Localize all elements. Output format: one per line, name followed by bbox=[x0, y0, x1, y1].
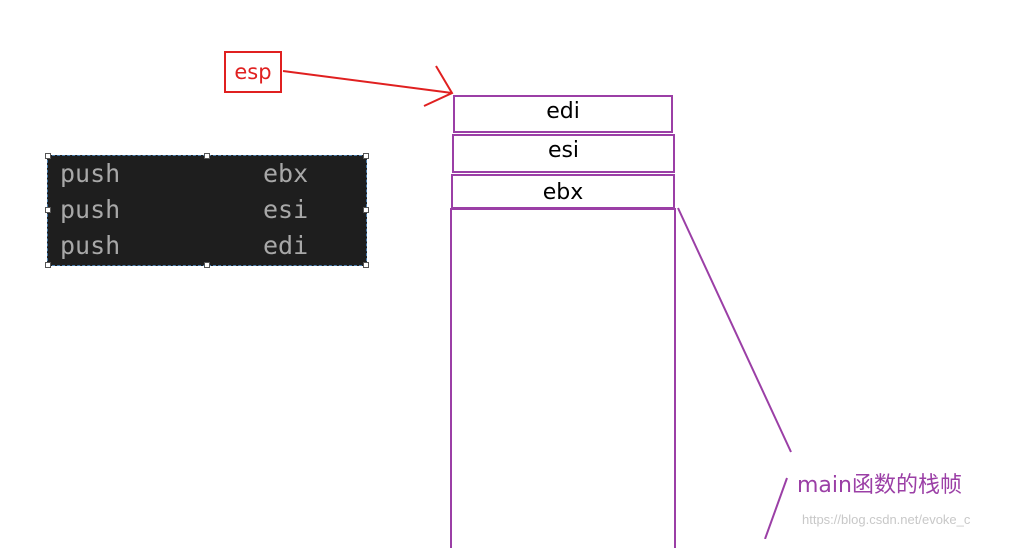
stack-slot-edi: edi bbox=[453, 95, 673, 133]
code-line: push esi bbox=[60, 192, 360, 228]
esp-arrow-shaft bbox=[282, 70, 453, 94]
code-line: push edi bbox=[60, 228, 360, 264]
resize-handle-bottom-center[interactable] bbox=[204, 262, 210, 268]
frame-brace-lower-line bbox=[764, 477, 788, 539]
code-register: ebx bbox=[263, 159, 309, 188]
frame-brace-upper-line bbox=[677, 207, 792, 453]
code-instruction: push bbox=[60, 231, 121, 260]
resize-handle-top-center[interactable] bbox=[204, 153, 210, 159]
resize-handle-bottom-left[interactable] bbox=[45, 262, 51, 268]
main-stack-frame-label: main函数的栈帧 bbox=[797, 473, 962, 498]
code-snippet-panel: push ebx push esi push edi bbox=[45, 153, 369, 268]
resize-handle-bottom-right[interactable] bbox=[363, 262, 369, 268]
code-register: esi bbox=[263, 195, 309, 224]
resize-handle-middle-right[interactable] bbox=[363, 207, 369, 213]
esp-arrow-head bbox=[423, 65, 454, 107]
code-instruction: push bbox=[60, 159, 121, 188]
code-line: push ebx bbox=[60, 156, 360, 192]
esp-pointer-label: esp bbox=[224, 51, 282, 93]
watermark: https://blog.csdn.net/evoke_c bbox=[802, 512, 971, 527]
code-register: edi bbox=[263, 231, 309, 260]
stack-slot-ebx: ebx bbox=[451, 174, 675, 209]
stack-slot-esi: esi bbox=[452, 134, 675, 173]
main-stack-frame bbox=[450, 208, 676, 548]
resize-handle-top-right[interactable] bbox=[363, 153, 369, 159]
code-instruction: push bbox=[60, 195, 121, 224]
resize-handle-top-left[interactable] bbox=[45, 153, 51, 159]
resize-handle-middle-left[interactable] bbox=[45, 207, 51, 213]
